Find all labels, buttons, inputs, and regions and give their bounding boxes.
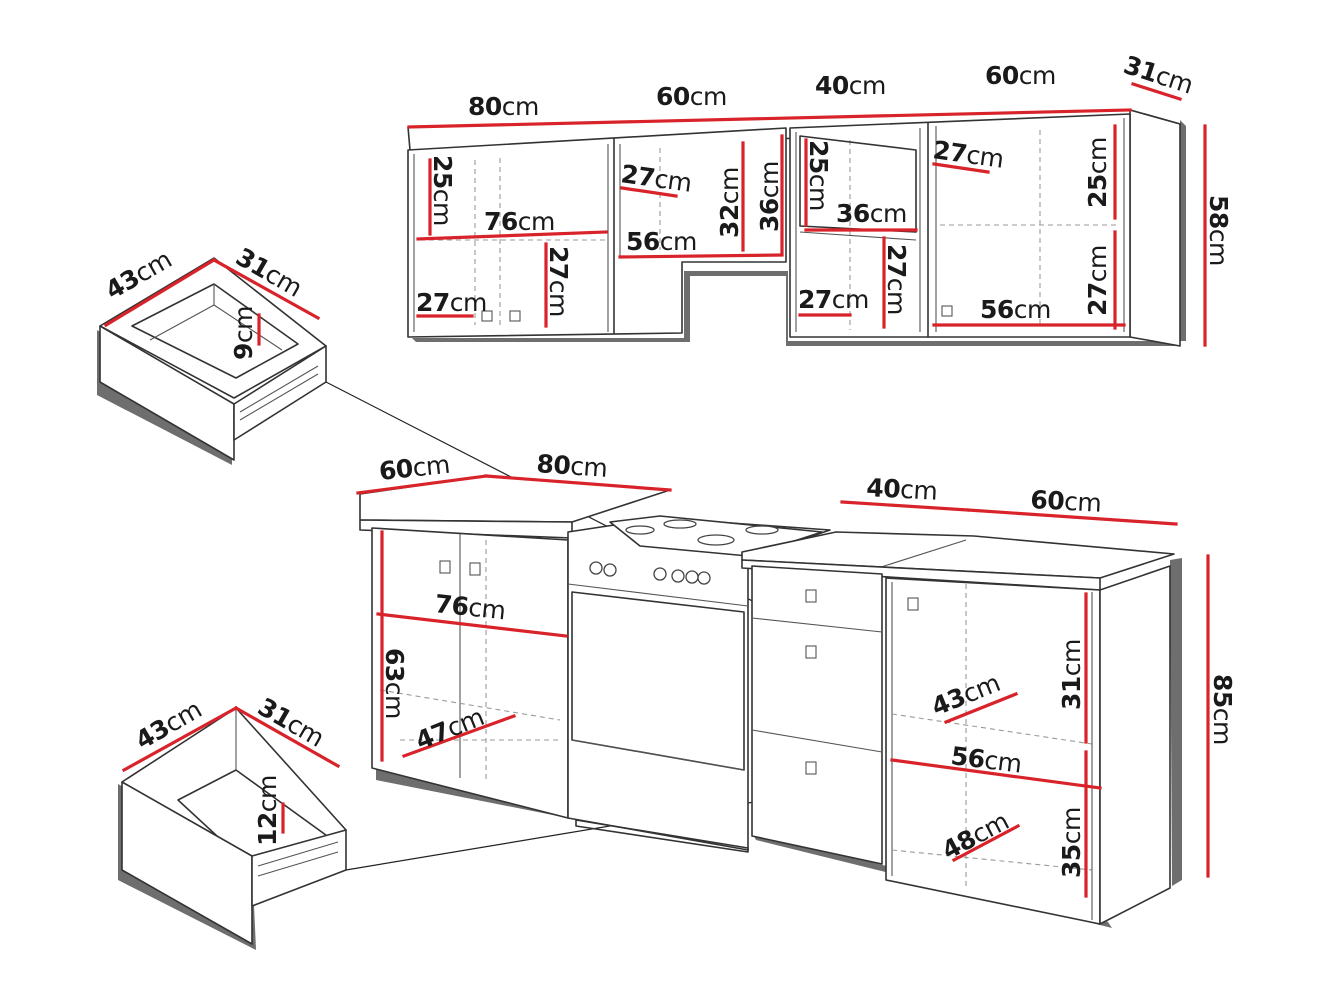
label-lower-80: 80cm [536,449,609,483]
label-small-drawer-9: 9cm [229,306,258,360]
label-lower-40: 40cm [866,473,938,506]
lower-measure-lines [356,474,1210,898]
label-left-h63: 63cm [380,648,409,719]
label-c1-h25: 25cm [428,155,457,226]
label-left-w76: 76cm [433,589,507,625]
label-lower-height-85: 85cm [1208,674,1237,745]
label-c2-w56: 56cm [626,227,697,256]
label-c2-h36: 36cm [755,161,784,232]
label-right-h35: 35cm [1057,807,1086,878]
label-upper-height-58: 58cm [1204,195,1233,266]
label-upper-80: 80cm [468,92,539,121]
small-drawer: 43cm 31cm 9cm [97,242,327,465]
upper-dimension-labels: 80cm 60cm 40cm 60cm 31cm 58cm 25cm 76cm … [416,50,1233,324]
label-upper-60: 60cm [656,82,727,111]
label-c3-d27: 27cm [798,285,869,314]
label-c3-h27: 27cm [882,244,911,315]
label-c1-d27: 27cm [416,288,487,317]
label-c3-h25: 25cm [804,140,833,211]
label-c4-h25: 25cm [1083,137,1112,208]
large-drawer: 43cm 31cm 12cm [118,692,347,950]
lower-cabinets [359,475,1182,928]
label-right-h31: 31cm [1057,639,1086,710]
label-lower-60: 60cm [378,450,452,486]
label-c1-h27: 27cm [544,246,573,317]
label-upper-40: 40cm [815,71,886,100]
label-c2-d27: 27cm [619,159,693,198]
label-c3-w36: 36cm [836,199,907,228]
label-c1-w76: 76cm [484,207,555,236]
label-upper-60b: 60cm [985,61,1056,90]
label-c2-h32: 32cm [715,167,744,238]
label-lower-60b: 60cm [1030,485,1102,518]
label-c4-d27: 27cm [931,135,1005,174]
label-large-drawer-12: 12cm [253,775,282,846]
label-right-w56: 56cm [949,741,1023,778]
upper-measure-lines [407,81,1207,347]
label-c4-h27: 27cm [1083,245,1112,316]
lower-dimension-labels: 60cm 80cm 40cm 60cm 85cm 76cm 63cm 47cm … [378,449,1237,878]
label-c4-w56: 56cm [980,295,1051,324]
